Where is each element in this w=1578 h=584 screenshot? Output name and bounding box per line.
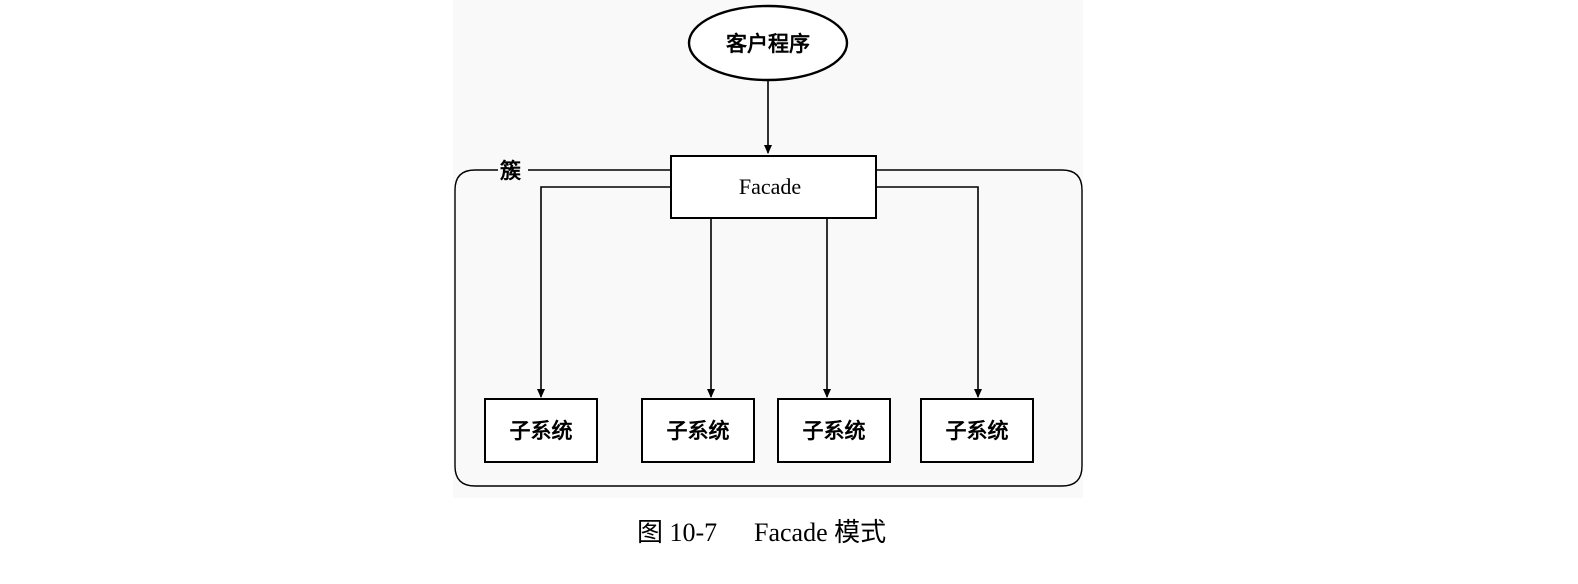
subsystem-node-2: [641, 398, 755, 463]
subsystem-label-1: 子系统: [510, 419, 573, 443]
facade-label: Facade: [739, 174, 801, 199]
subsystem-label-2: 子系统: [667, 419, 730, 443]
cluster-boundary: [454, 169, 1083, 487]
figure-number: 图 10-7: [637, 518, 717, 547]
facade-to-subsystem-4-arrow: [876, 186, 982, 398]
subsystem-node-3: [777, 398, 891, 463]
figure-title: Facade 模式: [754, 518, 886, 547]
client-node: [687, 4, 849, 82]
subsystem-node-4: [920, 398, 1034, 463]
subsystem-label-3: 子系统: [803, 419, 866, 443]
subsystem-node-1: [484, 398, 598, 463]
client-label: 客户程序: [726, 32, 810, 56]
facade-to-subsystem-1-arrow: [537, 186, 671, 398]
subsystem-label-4: 子系统: [946, 419, 1009, 443]
cluster-label: 簇: [500, 159, 522, 183]
